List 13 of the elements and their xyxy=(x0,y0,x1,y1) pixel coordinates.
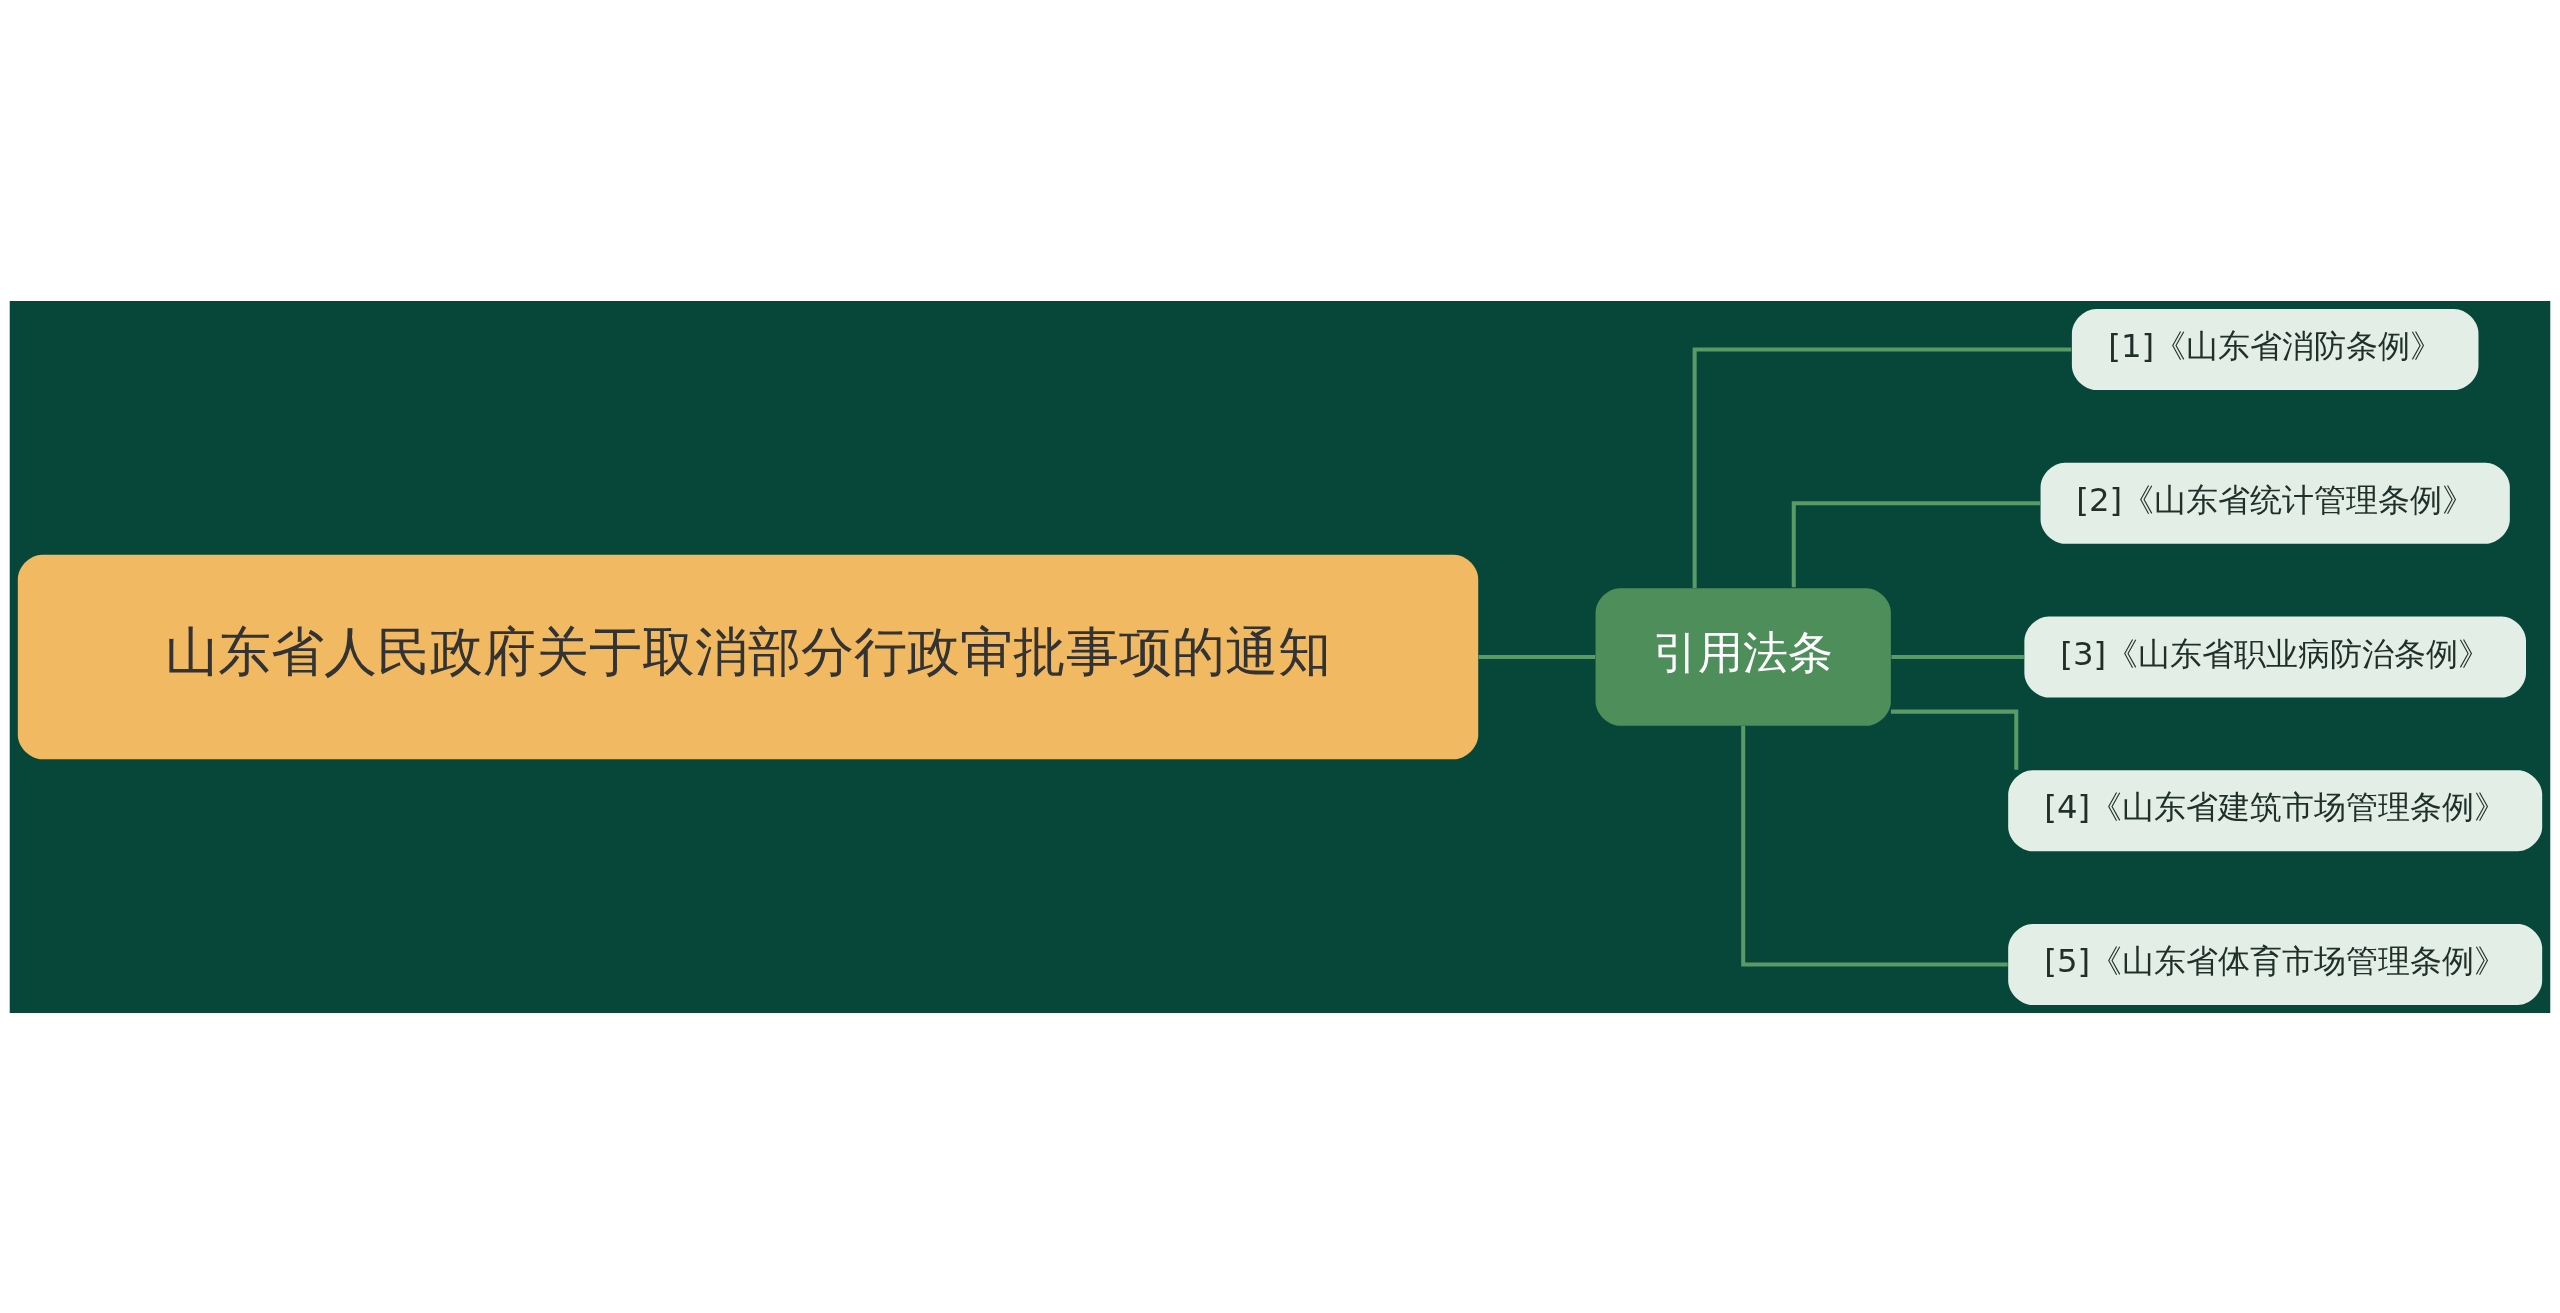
connector xyxy=(1692,347,2072,588)
connector xyxy=(1791,500,2041,587)
node-box: [2]《山东省统计管理条例》 xyxy=(2040,462,2510,544)
node-box: [1]《山东省消防条例》 xyxy=(2071,308,2479,390)
connector xyxy=(1891,654,2024,659)
node-box: 引用法条 xyxy=(1595,587,1891,726)
node-box: [4]《山东省建筑市场管理条例》 xyxy=(2008,769,2543,851)
connector xyxy=(1741,725,2008,966)
connector xyxy=(1478,654,1596,659)
node-box: 山东省人民政府关于取消部分行政审批事项的通知 xyxy=(17,554,1479,759)
connector xyxy=(1890,709,2019,770)
node-box: [3]《山东省职业病防治条例》 xyxy=(2024,616,2526,697)
node-box: [5]《山东省体育市场管理条例》 xyxy=(2008,923,2543,1005)
